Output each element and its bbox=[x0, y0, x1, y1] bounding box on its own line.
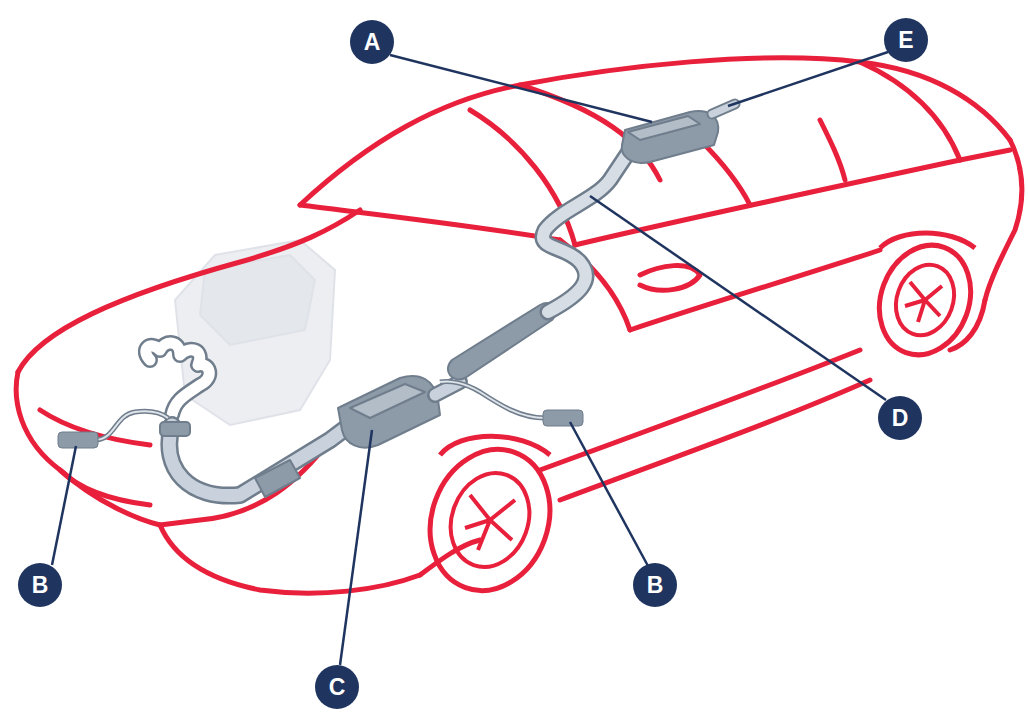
callout-circles bbox=[18, 18, 928, 709]
callout-letter: A bbox=[350, 20, 394, 64]
engine-ghost bbox=[175, 240, 335, 425]
callout-letter: B bbox=[18, 563, 62, 607]
exhaust-system bbox=[146, 104, 735, 497]
callout-letter: D bbox=[878, 396, 922, 440]
wheels bbox=[411, 232, 986, 607]
callout-letter: E bbox=[884, 18, 928, 62]
car-outline bbox=[16, 58, 1022, 593]
leader-lines bbox=[52, 52, 888, 665]
oxygen-sensors bbox=[58, 381, 583, 448]
callout-letter: C bbox=[315, 665, 359, 709]
callout-letter: B bbox=[633, 563, 677, 607]
